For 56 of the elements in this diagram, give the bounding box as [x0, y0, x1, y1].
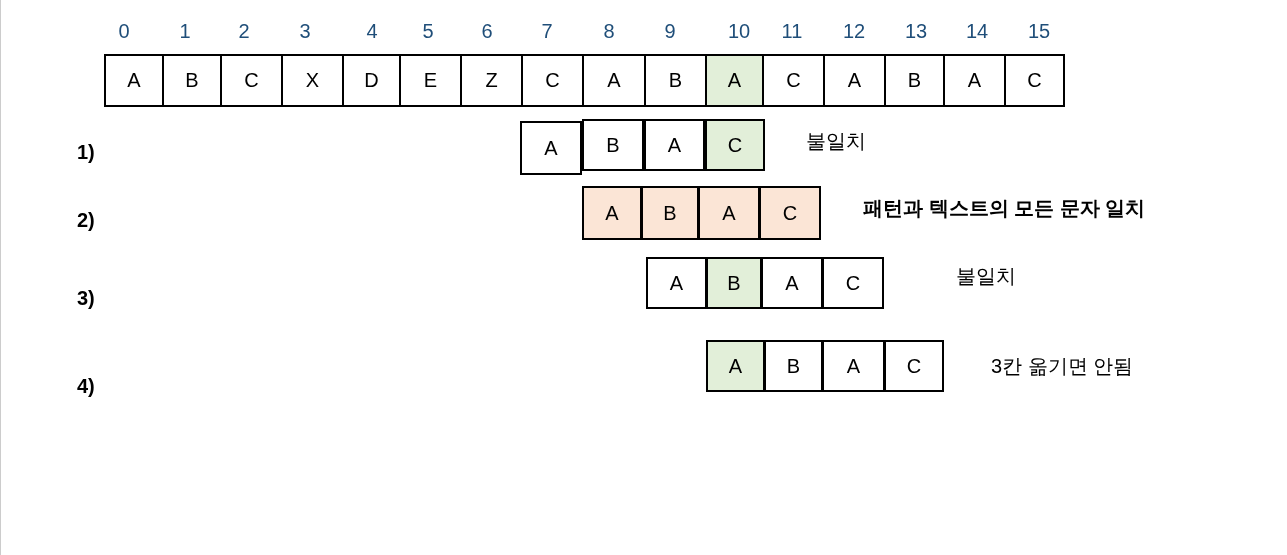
character-cell: A — [698, 186, 760, 240]
character-cell: C — [705, 119, 765, 171]
index-number: 7 — [541, 20, 553, 43]
character-cell: A — [705, 54, 764, 107]
character-cell: B — [884, 54, 945, 107]
note-text: 불일치 — [956, 264, 1016, 289]
character-cell: B — [162, 54, 222, 107]
character-cell: A — [520, 121, 582, 175]
character-cell: A — [943, 54, 1006, 107]
index-number: 14 — [965, 20, 989, 43]
character-cell: A — [761, 257, 823, 309]
index-number: 3 — [299, 20, 311, 43]
character-cell: B — [644, 54, 707, 107]
character-cell: A — [644, 119, 705, 171]
character-cell: A — [582, 186, 642, 240]
index-number: 10 — [727, 20, 751, 43]
note-text: 불일치 — [806, 129, 866, 154]
character-cell: C — [822, 257, 884, 309]
row-number: 4) — [77, 375, 95, 398]
character-cell: A — [582, 54, 646, 107]
character-cell: C — [759, 186, 821, 240]
character-cell: A — [823, 54, 886, 107]
index-number: 11 — [781, 20, 803, 43]
character-cell: B — [764, 340, 823, 392]
index-number: 0 — [118, 20, 130, 43]
character-cell: C — [1004, 54, 1065, 107]
index-number: 12 — [842, 20, 866, 43]
character-cell: B — [706, 257, 762, 309]
character-cell: A — [706, 340, 765, 392]
character-cell: C — [762, 54, 825, 107]
row-number: 1) — [77, 141, 95, 164]
character-cell: D — [342, 54, 401, 107]
character-cell: E — [399, 54, 462, 107]
index-number: 2 — [238, 20, 250, 43]
index-number: 1 — [179, 20, 191, 43]
character-cell: A — [104, 54, 164, 107]
character-cell: A — [646, 257, 707, 309]
character-cell: C — [884, 340, 944, 392]
index-number: 4 — [366, 20, 378, 43]
character-cell: C — [521, 54, 584, 107]
character-cell: B — [582, 119, 644, 171]
row-number: 2) — [77, 209, 95, 232]
note-text: 패턴과 텍스트의 모든 문자 일치 — [863, 196, 1146, 221]
index-number: 8 — [603, 20, 615, 43]
index-number: 15 — [1027, 20, 1051, 43]
character-cell: A — [822, 340, 885, 392]
index-number: 5 — [422, 20, 434, 43]
character-cell: X — [281, 54, 344, 107]
index-number: 6 — [481, 20, 493, 43]
index-number: 13 — [904, 20, 928, 43]
index-number: 9 — [664, 20, 676, 43]
character-cell: B — [641, 186, 699, 240]
character-cell: Z — [460, 54, 523, 107]
note-text: 3칸 옮기면 안됨 — [991, 354, 1134, 379]
row-number: 3) — [77, 287, 95, 310]
character-cell: C — [220, 54, 283, 107]
